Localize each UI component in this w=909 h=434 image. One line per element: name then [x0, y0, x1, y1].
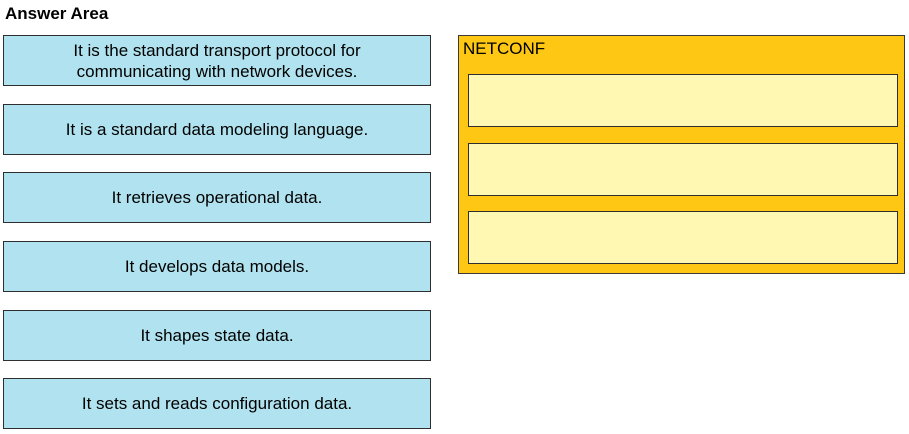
option-data-modeling-language[interactable]: It is a standard data modeling language.	[3, 104, 431, 155]
option-sets-reads-configuration[interactable]: It sets and reads configuration data.	[3, 378, 431, 429]
netconf-label: NETCONF	[463, 39, 546, 58]
option-transport-protocol[interactable]: It is the standard transport protocol fo…	[3, 35, 431, 86]
answer-area-title: Answer Area	[5, 4, 109, 23]
option-label: It shapes state data.	[140, 326, 294, 345]
option-label: It sets and reads configuration data.	[81, 394, 353, 413]
netconf-drop-slot-1[interactable]	[468, 74, 898, 127]
option-develops-data-models[interactable]: It develops data models.	[3, 241, 431, 292]
option-label: It is a standard data modeling language.	[65, 120, 369, 139]
netconf-target-panel: NETCONF	[458, 35, 905, 274]
option-label-line2: communicating with network devices.	[76, 61, 358, 81]
option-label: It retrieves operational data.	[111, 188, 323, 207]
netconf-drop-slot-3[interactable]	[468, 211, 898, 264]
option-label: It develops data models.	[124, 257, 310, 276]
option-shapes-state-data[interactable]: It shapes state data.	[3, 310, 431, 361]
netconf-drop-slot-2[interactable]	[468, 143, 898, 196]
option-label: It is the standard transport protocol fo…	[73, 40, 360, 82]
option-label-line1: It is the standard transport protocol fo…	[73, 40, 361, 60]
option-retrieves-operational-data[interactable]: It retrieves operational data.	[3, 172, 431, 223]
